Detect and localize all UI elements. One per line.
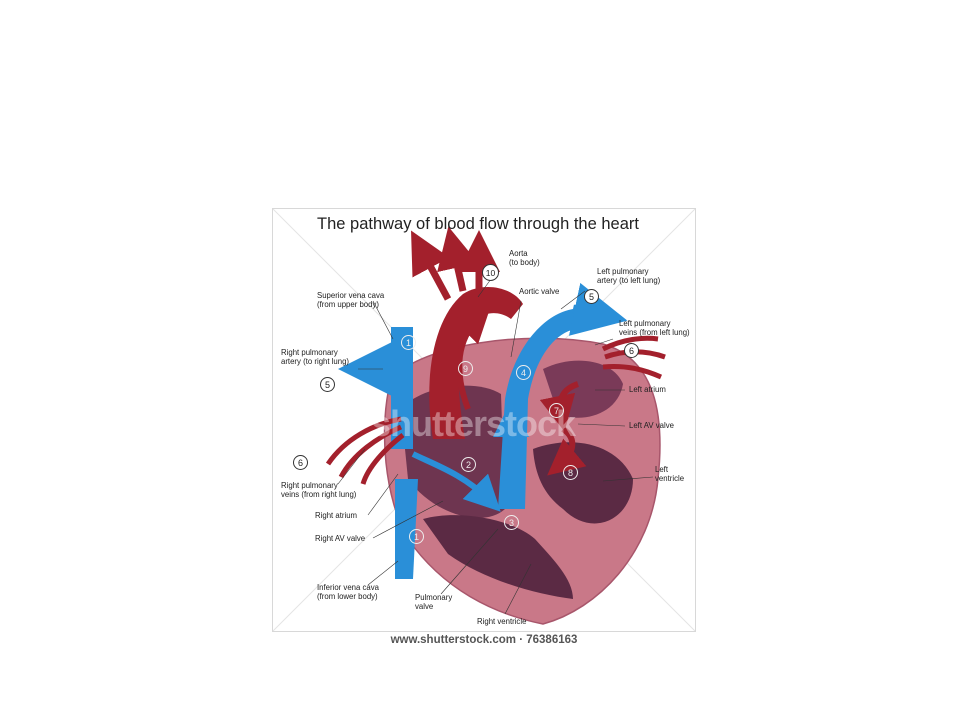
flow-arrow-aorta (452, 306, 491, 411)
step-4: 4 (516, 365, 531, 380)
label-aorta: Aorta (to body) (509, 249, 540, 268)
image-credit-footer: www.shutterstock.com · 76386163 (390, 634, 578, 646)
right-ventricle-cavity (423, 515, 573, 599)
step-10: 10 (482, 264, 499, 281)
label-left-av-valve: Left AV valve (629, 421, 674, 430)
label-left-pulmonary-artery: Left pulmonary artery (to left lung) (597, 267, 661, 286)
label-right-pulmonary-artery: Right pulmonary artery (to right lung) (281, 348, 350, 367)
watermark-text: shutterstock (371, 403, 576, 444)
label-pulmonary-valve: Pulmonary valve (415, 593, 453, 612)
step-6-right: 6 (293, 455, 308, 470)
flow-arrow-lv (547, 426, 587, 476)
step-1-top: 1 (401, 335, 416, 350)
flow-arrow-ra (411, 451, 501, 512)
diagram-title: The pathway of blood flow through the he… (317, 215, 639, 233)
label-right-ventricle: Right ventricle (477, 617, 527, 626)
step-7: 7 (549, 403, 564, 418)
step-8: 8 (563, 465, 578, 480)
step-5-right: 5 (320, 377, 335, 392)
step-1-bottom: 1 (409, 529, 424, 544)
step-6-left: 6 (624, 343, 639, 358)
pulmonary-trunk (498, 305, 595, 509)
step-5-left: 5 (584, 289, 599, 304)
label-inferior-vena-cava: Inferior vena cava (from lower body) (317, 583, 379, 602)
label-aortic-valve: Aortic valve (519, 287, 560, 296)
step-2: 2 (461, 457, 476, 472)
label-left-atrium: Left atrium (629, 385, 666, 394)
right-pulmonary-veins (325, 416, 405, 485)
aorta-branch-2 (437, 226, 479, 292)
step-3: 3 (504, 515, 519, 530)
heart-illustration (273, 209, 695, 631)
inferior-vena-cava (395, 479, 418, 579)
pulmonary-artery-left (568, 282, 628, 336)
label-right-pulmonary-veins: Right pulmonary veins (from right lung) (281, 481, 357, 500)
step-9: 9 (458, 361, 473, 376)
leader-lines (337, 278, 654, 615)
label-right-atrium: Right atrium (315, 511, 358, 520)
label-left-ventricle: Left ventricle (655, 465, 685, 484)
aorta-branch-1 (411, 230, 452, 301)
heart-diagram-figure: shutterstock The pathway of blood flow t… (272, 208, 696, 632)
label-superior-vena-cava: Superior vena cava (from upper body) (317, 291, 385, 310)
label-left-pulmonary-veins: Left pulmonary veins (from left lung) (619, 319, 690, 338)
label-right-av-valve: Right AV valve (315, 534, 366, 543)
